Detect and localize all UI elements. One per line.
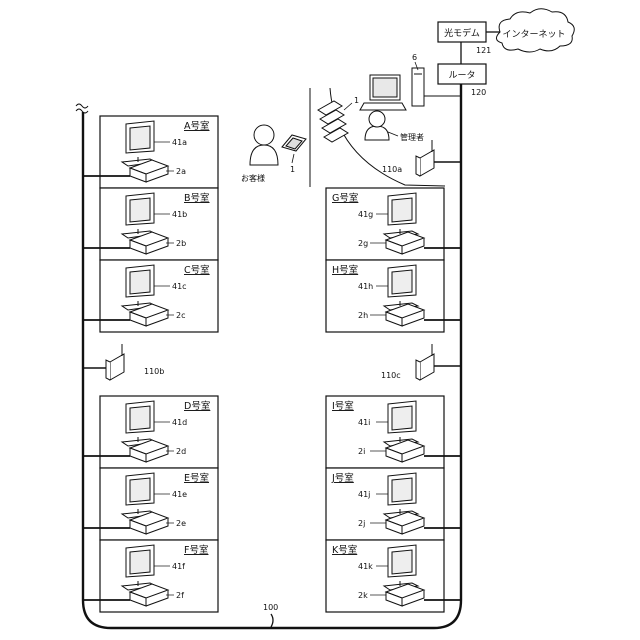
room-right-4: K号室41k 2k [326,540,461,612]
stb-ref: 2i [358,447,365,456]
room-left-0: A号室 41a 2a [83,116,218,188]
access-point-2: 110c [381,344,461,380]
tv-ref: 41d [172,418,187,427]
room-name: H号室 [332,264,358,276]
tv-ref: 41a [172,138,187,147]
stb-ref: 2e [176,519,186,528]
tv-ref: 41i [358,418,370,427]
stb-ref: 2g [358,239,368,248]
access-point-ref: 110b [144,367,164,376]
stb-ref: 2f [176,591,184,600]
room-name: D号室 [184,400,210,412]
room-left-4: E号室 41e 2e [83,468,218,540]
customer-figure [250,125,278,165]
room-name: G号室 [332,192,358,204]
bus-ref-leader [271,614,273,627]
stb-ref: 2a [176,167,186,176]
room-right-3: J号室 41j 2j [326,468,461,540]
room-left-2: C号室 41c 2c [83,260,218,332]
manager-label: 管理者 [400,132,424,142]
modem-ref: 121 [476,46,491,55]
stb-ref: 2d [176,447,186,456]
stb-ref: 2h [358,311,368,320]
stb-ref: 2c [176,311,186,320]
room-name: K号室 [332,544,357,556]
room-right-1: H号室41h 2h [326,260,461,332]
access-point-1: 110b [83,344,164,380]
room-right-0: G号室41g 2g [326,188,461,260]
tv-ref: 41e [172,490,187,499]
tv-ref: 41h [358,282,373,291]
room-left-3: D号室 41d 2d [83,396,218,468]
room-left-1: B号室 41b 2b [83,188,218,260]
room-left-5: F号室 41f 2f [83,540,218,612]
manager-figure [365,111,389,140]
tv-ref: 41g [358,210,373,219]
room-name: A号室 [184,120,210,132]
tv-ref: 41j [358,490,370,499]
router-ref: 120 [471,88,486,97]
bus-ref: 100 [263,603,278,612]
pc-ref: 6 [412,53,417,62]
tablet-stack [318,101,348,142]
router-label: ルータ [448,70,475,81]
tv-ref: 41b [172,210,187,219]
tv-ref: 41c [172,282,187,291]
room-name: J号室 [331,472,354,484]
room-name: E号室 [184,472,209,484]
customer-label: お客様 [241,173,265,183]
modem-label: 光モデム [444,27,480,39]
access-point-ref: 110c [381,371,401,380]
internet-label: インターネット [502,29,565,40]
handheld-ref: 1 [290,165,295,174]
access-point-ref: 110a [382,165,402,174]
room-name: I号室 [332,400,354,412]
tv-ref: 41f [172,562,185,571]
room-name: F号室 [184,544,208,556]
handheld-device [282,135,306,151]
tablets-ref: 1 [354,96,359,105]
tv-ref: 41k [358,562,373,571]
stb-ref: 2b [176,239,186,248]
stb-ref: 2k [358,591,368,600]
room-name: C号室 [184,264,210,276]
room-name: B号室 [184,192,210,204]
bus-break-mark [76,104,88,113]
access-point-0: 110a [382,140,461,176]
stb-ref: 2j [358,519,365,528]
room-right-2: I号室 41i 2i [326,396,461,468]
rooms-layer: A号室 41a 2aB号室 41b 2bC号室 41c 2cD号室 41d 2dE号室 41e 2e… [83,116,461,612]
